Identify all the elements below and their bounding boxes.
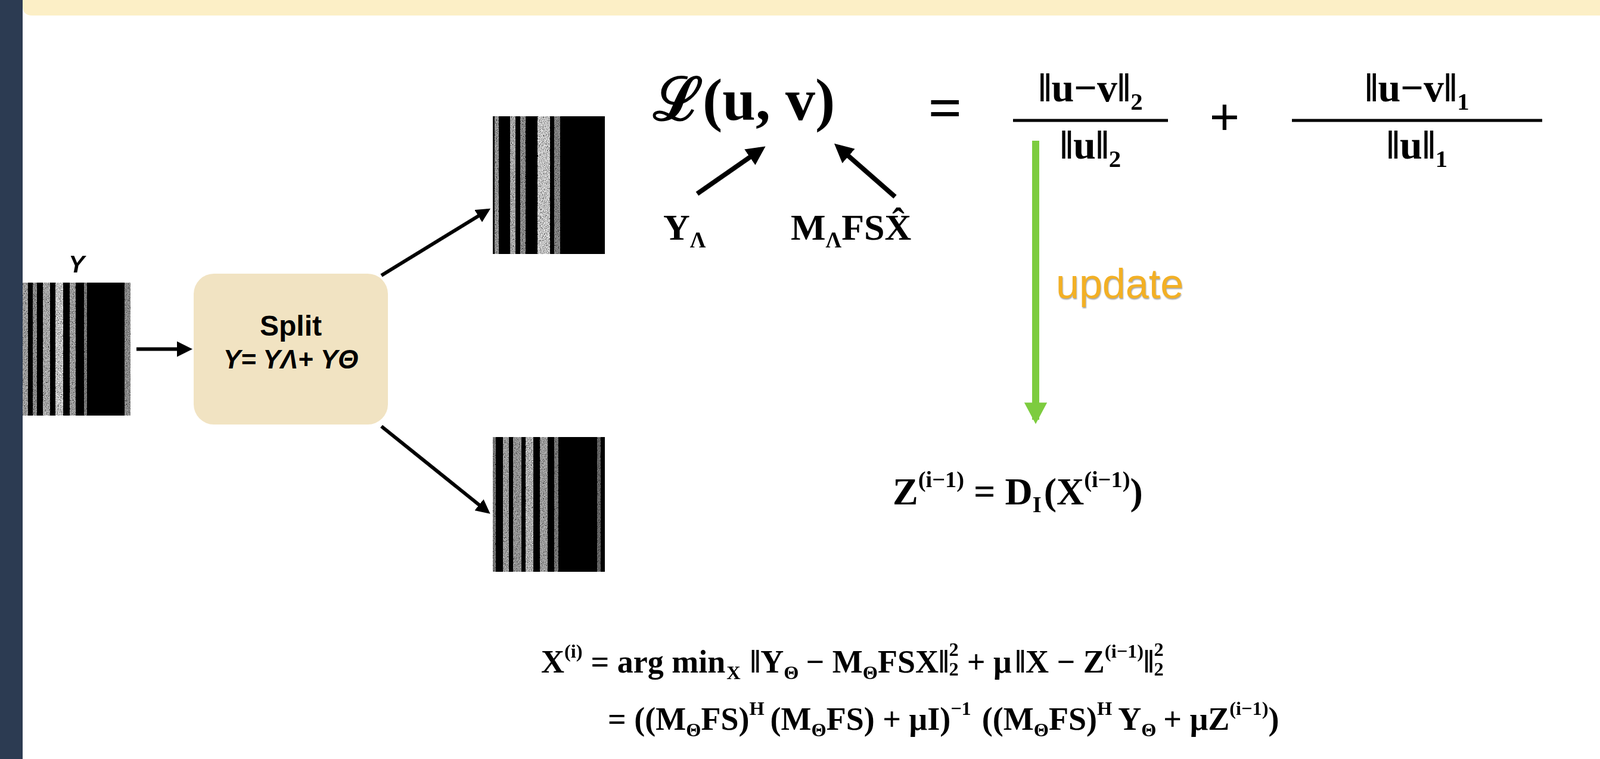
split-arrow xyxy=(381,426,488,512)
node-heading: Y xyxy=(22,250,131,278)
split-arrow xyxy=(381,210,488,276)
formula-part: FS) xyxy=(700,700,750,737)
sup-sub-pair: 22 xyxy=(948,639,959,679)
formula-part: 1 xyxy=(1435,145,1448,173)
annotation: update xyxy=(1055,261,1184,307)
formula-part: + μZ xyxy=(1163,700,1230,737)
formula-part: (i) xyxy=(564,640,583,662)
annotation-label: update xyxy=(1055,260,1184,307)
formula: MΛFSX̂ xyxy=(790,206,912,253)
formula: ‖u−v‖2 xyxy=(1038,65,1143,116)
formula: ‖u‖1 xyxy=(1386,122,1448,173)
formula: ‖u−v‖1 xyxy=(1364,65,1469,116)
formula-part: ((M xyxy=(982,700,1034,737)
formula-part: + xyxy=(1209,87,1240,147)
kspace-stripes xyxy=(22,282,131,416)
formula-part: ‖X − Z xyxy=(1015,643,1105,680)
formula-part: ℒ(u, v) xyxy=(653,66,835,133)
formula-part: Λ xyxy=(690,227,707,253)
kspace-stripes xyxy=(494,116,561,254)
formula-part: Y xyxy=(663,206,691,248)
formula: Z(i−1)= DI(X(i−1)) xyxy=(892,466,1143,517)
formula-part: − M xyxy=(805,643,863,680)
formula-part: ‖Y xyxy=(750,643,785,680)
formula: X(i)= arg minX‖YΘ− MΘFSX‖22+ μ‖X − Z(i−1… xyxy=(541,639,1164,684)
formula-part: I xyxy=(1032,491,1042,517)
formula: = ((MΘFS)H(MΘFS) + μI)−1((MΘFS)HYΘ+ μZ(i… xyxy=(607,697,1279,741)
formula-part: ‖u‖ xyxy=(1060,122,1109,168)
formula-part: Θ xyxy=(783,661,799,683)
formula-part: (M xyxy=(770,700,812,737)
formula-part: ‖ xyxy=(1143,643,1155,680)
update-arrow xyxy=(1032,140,1040,420)
formula-part: 1 xyxy=(1456,88,1469,116)
arrow-head xyxy=(176,341,193,357)
formula-part: M xyxy=(790,206,826,248)
connector xyxy=(136,341,193,357)
formula-part: Y xyxy=(1117,700,1142,737)
kspace-image xyxy=(492,116,605,254)
process-box: SplitY= YΛ+ YΘ xyxy=(193,273,388,425)
input-arrow xyxy=(837,146,896,197)
node-heading: Split xyxy=(259,309,322,343)
formula-part: = D xyxy=(973,470,1033,513)
connector-line xyxy=(136,347,180,351)
input-arrow xyxy=(697,148,762,194)
formula-part: ) xyxy=(1129,470,1143,513)
formula-part: + μ xyxy=(967,643,1012,680)
formula-part: Θ xyxy=(1141,718,1157,741)
formula-part: (i−1) xyxy=(918,466,965,492)
formula-part: = ((M xyxy=(607,700,686,737)
formula-part: 2 xyxy=(1154,659,1164,679)
formula-part: FSX‖ xyxy=(877,643,950,680)
formula-part: H xyxy=(749,697,764,719)
side-strip xyxy=(0,0,23,759)
formula-part: ‖u−v‖ xyxy=(1364,64,1457,111)
formula-part: FS) xyxy=(1048,700,1098,737)
formula: ‖u‖2 xyxy=(1060,122,1121,173)
formula-part: Θ xyxy=(811,718,827,741)
formula-part: 2 xyxy=(948,659,959,679)
formula-part: Θ xyxy=(1033,718,1049,741)
formula: + xyxy=(1209,87,1240,147)
formula-part: X xyxy=(726,661,741,683)
formula-part: 2 xyxy=(1154,639,1164,659)
sup-sub-pair: 22 xyxy=(1154,639,1164,679)
formula: = xyxy=(928,75,963,142)
formula-part: 2 xyxy=(948,639,959,659)
formula-part: ‖u‖ xyxy=(1386,122,1436,168)
formula-part: FSX̂ xyxy=(841,206,912,248)
formula-part: Λ xyxy=(825,227,843,253)
formula-part: X xyxy=(541,643,565,680)
kspace-stripes xyxy=(492,436,601,572)
formula-part: Θ xyxy=(862,661,878,683)
formula-part: −1 xyxy=(950,697,972,719)
node-body: Y= YΛ+ YΘ xyxy=(223,344,359,375)
formula-part: (i−1) xyxy=(1104,640,1144,662)
kspace-image xyxy=(492,436,605,572)
fraction-bar xyxy=(1013,119,1168,123)
formula-part: (i−1) xyxy=(1083,466,1130,492)
image-node: Y xyxy=(22,282,131,416)
formula-part: ) xyxy=(1268,700,1280,737)
formula: YΛ xyxy=(663,206,706,253)
formula-part: (i−1) xyxy=(1229,697,1269,719)
formula-part: 2 xyxy=(1130,88,1143,116)
fraction-bar xyxy=(1291,119,1543,123)
formula-part: Z xyxy=(892,470,919,513)
formula-part: 2 xyxy=(1108,145,1121,173)
top-bar xyxy=(22,0,1600,16)
formula-part: H xyxy=(1097,697,1112,719)
formula-part: = xyxy=(928,75,963,142)
formula-part: FS) + μI) xyxy=(826,700,951,737)
kspace-image xyxy=(22,282,131,416)
formula: ℒ(u, v) xyxy=(653,67,835,133)
formula-part: ‖u−v‖ xyxy=(1038,64,1131,111)
formula-part: (X xyxy=(1044,470,1085,513)
formula-part: Θ xyxy=(685,718,701,741)
formula-part: = arg min xyxy=(591,643,726,680)
